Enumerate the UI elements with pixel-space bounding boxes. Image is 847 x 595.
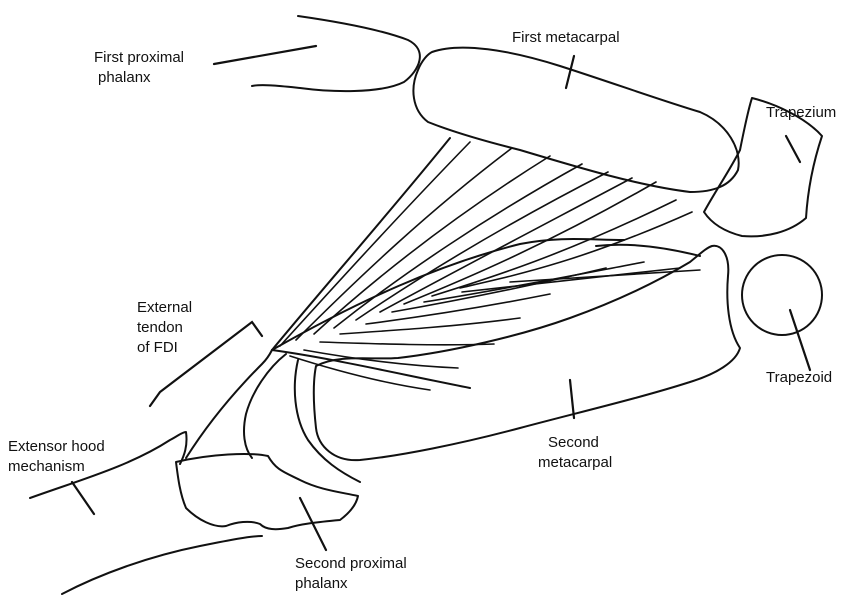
label-second-metacarpal-line1: Second (538, 433, 612, 453)
second-phalanx-neck-curve (295, 360, 360, 482)
label-second-metacarpal-line2: metacarpal (538, 453, 612, 473)
tendon-slip-line (186, 350, 272, 458)
fdi-lower-head-fibers (290, 262, 700, 390)
leader-extensor-hood (72, 482, 94, 514)
second-metacarpal-outline (314, 246, 740, 460)
leader-second-metacarpal (570, 380, 574, 418)
label-trapezoid: Trapezoid (766, 368, 832, 388)
label-second-proximal-phalanx: Second proximal phalanx (295, 554, 407, 594)
label-first-metacarpal-line1: First metacarpal (512, 28, 620, 48)
label-trapezium: Trapezium (766, 103, 836, 123)
finger-lower-outline (62, 536, 262, 594)
fdi-muscle-top-edge (596, 245, 700, 256)
fdi-muscle-lower-border (272, 350, 470, 388)
label-first-proximal-phalanx-line2: phalanx (94, 68, 184, 88)
label-first-metacarpal: First metacarpal (512, 28, 620, 48)
label-extensor-hood-line1: Extensor hood (8, 437, 105, 457)
trapezoid-outline (742, 255, 822, 335)
first-metacarpal-outline (413, 48, 738, 192)
leader-trapezoid (790, 310, 810, 370)
label-first-proximal-phalanx: First proximal phalanx (94, 48, 184, 88)
label-external-tendon-line2: tendon (137, 318, 192, 338)
leader-first-metacarpal (566, 56, 574, 88)
fdi-deep-head-border (272, 239, 624, 350)
label-trapezium-line1: Trapezium (766, 103, 836, 123)
label-external-tendon-line3: of FDI (137, 338, 192, 358)
label-second-proximal-phalanx-line2: phalanx (295, 574, 407, 594)
label-first-proximal-phalanx-line1: First proximal (94, 48, 184, 68)
label-external-tendon: External tendon of FDI (137, 298, 192, 358)
second-proximal-phalanx-outline (176, 454, 358, 529)
label-trapezoid-line1: Trapezoid (766, 368, 832, 388)
label-extensor-hood: Extensor hood mechanism (8, 437, 105, 477)
label-second-metacarpal: Second metacarpal (538, 433, 612, 473)
second-phalanx-base-curve (244, 354, 286, 458)
label-second-proximal-phalanx-line1: Second proximal (295, 554, 407, 574)
leader-trapezium (786, 136, 800, 162)
leader-first-proximal-phalanx (214, 46, 316, 64)
label-extensor-hood-line2: mechanism (8, 457, 105, 477)
label-external-tendon-line1: External (137, 298, 192, 318)
